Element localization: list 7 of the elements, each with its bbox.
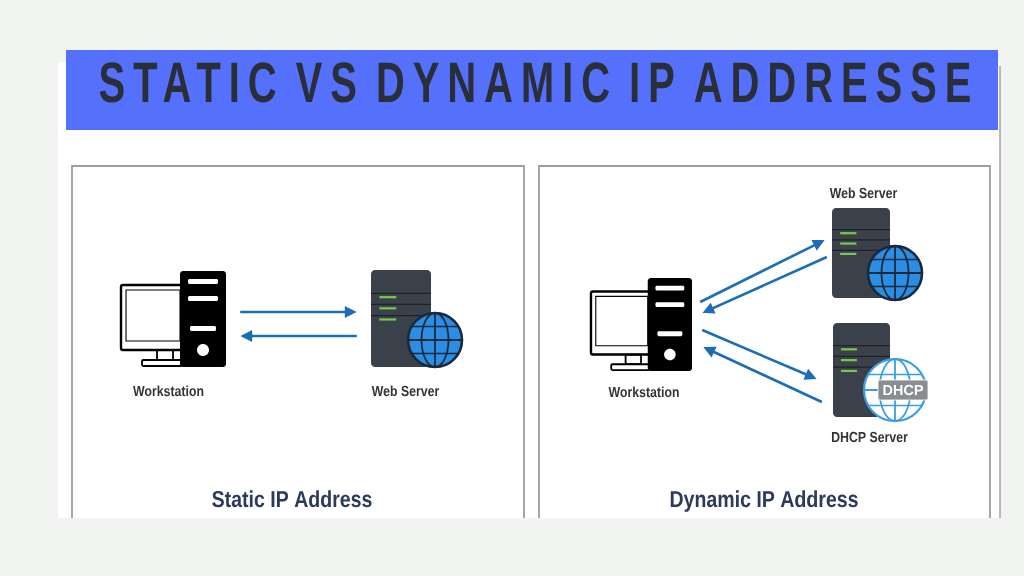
node-label: Workstation bbox=[133, 385, 204, 397]
node-label: Web Server bbox=[371, 385, 440, 397]
label-tag: DHCP bbox=[877, 379, 929, 401]
node-label: Workstation bbox=[608, 386, 679, 398]
node-label: Web Server bbox=[829, 187, 898, 199]
node-label: DHCP Server bbox=[832, 431, 908, 443]
title-banner: STATIC VS DYNAMIC IP ADDRESSE bbox=[66, 50, 998, 130]
